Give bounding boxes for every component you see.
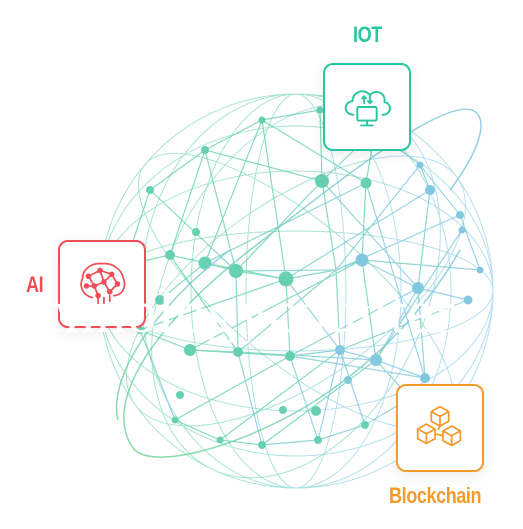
blockchain-card [396,384,484,472]
iot-label: IOT [353,22,382,47]
ai-card [58,240,146,328]
orbit-ring [115,108,482,458]
cloud-computer-icon [344,90,391,127]
blocks-icon [416,405,462,447]
brain-circuit-icon [80,262,126,305]
iot-card [323,63,411,151]
ai-label: AI [26,272,44,297]
blockchain-label: Blockchain [389,483,482,508]
